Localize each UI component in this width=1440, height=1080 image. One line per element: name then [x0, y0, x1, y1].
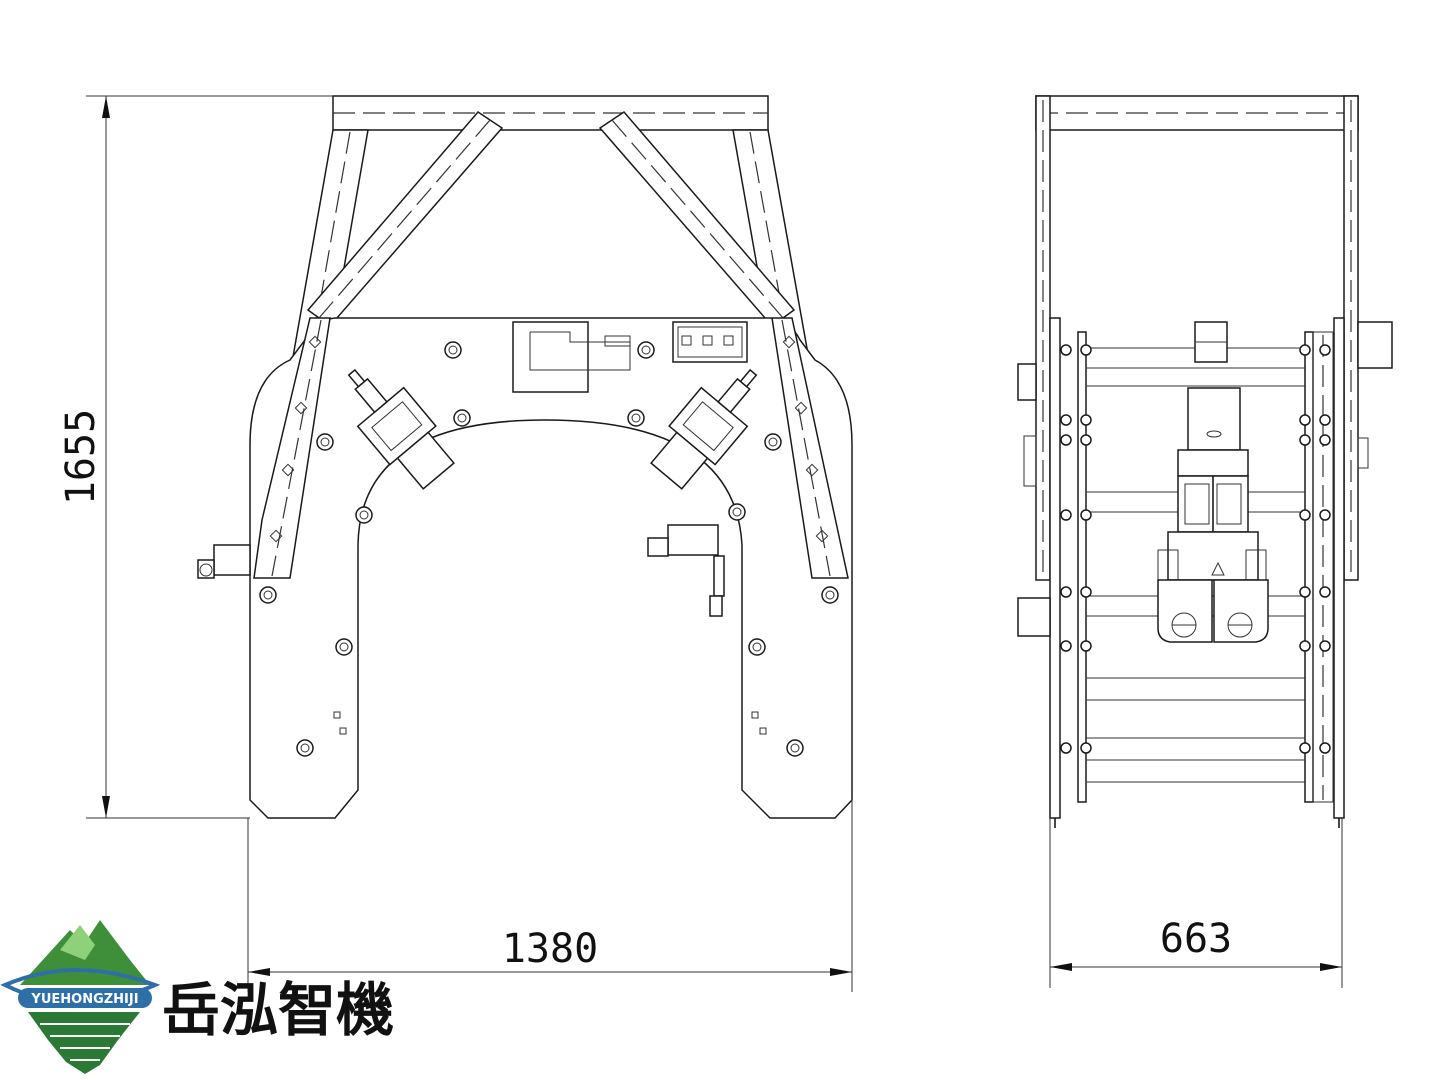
- side-left-box: [1017, 363, 1037, 401]
- side-right-plate: [1333, 317, 1345, 819]
- side-bolt: [1060, 344, 1072, 356]
- right-actuator: [647, 524, 725, 617]
- bolt: [259, 586, 277, 604]
- side-left-box: [1017, 597, 1051, 637]
- side-bolt: [1080, 509, 1092, 521]
- side-bolt: [1080, 742, 1092, 754]
- plate-bolts: [259, 341, 839, 757]
- side-dimensions: 663: [1049, 818, 1343, 988]
- side-bolt: [1080, 344, 1092, 356]
- side-left-plate: [1049, 317, 1061, 819]
- bolt: [296, 739, 314, 757]
- bolt: [335, 638, 353, 656]
- leg-slots: [269, 335, 829, 543]
- side-bolt: [1299, 586, 1311, 598]
- bolt: [764, 433, 782, 451]
- side-bolt: [1299, 344, 1311, 356]
- side-right-box: [1357, 321, 1393, 369]
- bolt: [316, 433, 334, 451]
- control-box: [512, 321, 631, 393]
- side-view: [1017, 95, 1393, 828]
- bolt: [355, 506, 373, 524]
- side-bolt: [1060, 509, 1072, 521]
- side-bolt: [1060, 742, 1072, 754]
- side-bolt: [1299, 509, 1311, 521]
- slot-mark: [759, 727, 767, 735]
- side-bolt: [1299, 414, 1311, 426]
- bolt: [444, 341, 462, 359]
- slot-mark: [339, 727, 347, 735]
- side-bolt: [1319, 509, 1331, 521]
- left-actuator: [197, 544, 251, 579]
- side-bolt: [1060, 434, 1072, 446]
- side-bolt: [1319, 344, 1331, 356]
- side-bolt: [1319, 586, 1331, 598]
- front-view: [197, 95, 853, 819]
- bolt: [728, 503, 746, 521]
- side-carriage: [1157, 321, 1269, 643]
- bolt: [637, 341, 655, 359]
- slot-mark: [751, 711, 759, 719]
- side-bolt: [1080, 434, 1092, 446]
- side-bolt: [1319, 414, 1331, 426]
- bolt: [786, 739, 804, 757]
- main-plate: [249, 317, 853, 819]
- side-bolt: [1080, 586, 1092, 598]
- side-bolt: [1080, 414, 1092, 426]
- front-dimensions: 1655 1380: [58, 95, 853, 992]
- side-bolt: [1080, 640, 1092, 652]
- side-bolt: [1299, 640, 1311, 652]
- bolt: [748, 638, 766, 656]
- logo-chinese-name: 岳泓智機: [162, 976, 394, 1044]
- bolt: [821, 586, 839, 604]
- height-dimension-label: 1655: [58, 409, 104, 505]
- mountain-logo-icon: YUEHONGZHIJI: [0, 920, 161, 1074]
- side-bolt: [1060, 586, 1072, 598]
- left-clamp-assembly: [347, 368, 455, 490]
- right-gripper: [1213, 579, 1269, 643]
- bolt: [453, 409, 471, 427]
- side-bolt: [1299, 742, 1311, 754]
- slot-mark: [333, 711, 341, 719]
- side-bolt: [1319, 434, 1331, 446]
- side-bolt: [1319, 640, 1331, 652]
- side-bolt: [1060, 414, 1072, 426]
- right-clamp-assembly: [650, 368, 758, 490]
- side-bolt: [1299, 434, 1311, 446]
- side-width-dimension-label: 663: [1160, 916, 1232, 962]
- left-gripper: [1157, 579, 1213, 643]
- logo-english-name: YUEHONGZHIJI: [30, 992, 138, 1007]
- side-bolt: [1319, 742, 1331, 754]
- side-bolt: [1060, 640, 1072, 652]
- indicator-panel: [672, 321, 748, 363]
- bolt: [627, 409, 645, 427]
- width-dimension-label: 1380: [502, 926, 598, 972]
- company-logo: YUEHONGZHIJI 岳泓智機: [0, 920, 394, 1074]
